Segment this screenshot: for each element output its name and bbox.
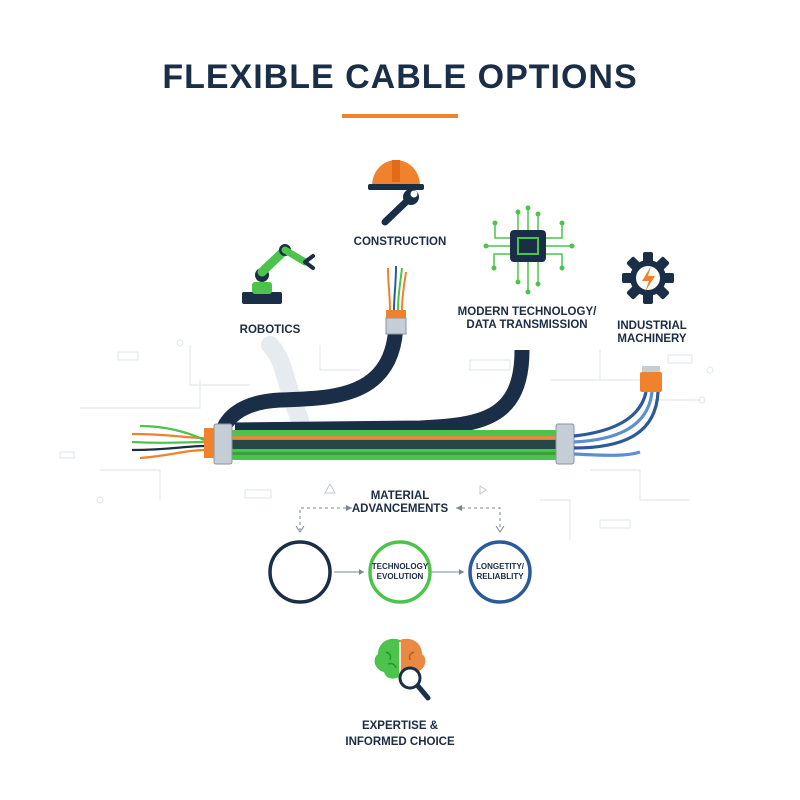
cable-core-navy	[228, 440, 560, 449]
decor-play-icon	[479, 485, 487, 495]
circle-2-line1: TECHNOLOGY	[371, 562, 429, 571]
robotics-label: ROBOTICS	[239, 324, 301, 336]
industrial-connector-cap	[642, 366, 660, 372]
material-advancements-line1: MATERIAL	[370, 490, 430, 502]
construction-collar	[385, 317, 407, 335]
process-connectors	[295, 505, 505, 575]
process-circle-material	[268, 540, 332, 604]
page-title: FLEXIBLE CABLE OPTIONS	[162, 58, 638, 96]
left-wire-fan	[131, 424, 205, 460]
circuit-background	[59, 339, 714, 540]
construction-sleeve	[386, 310, 406, 318]
hardhat-wrench-icon	[368, 160, 424, 226]
cable-stripe-green	[228, 452, 560, 455]
industrial-label-line1: INDUSTRIAL	[617, 320, 687, 332]
left-orange-sleeve	[204, 428, 214, 458]
industrial-label-line2: MACHINERY	[617, 333, 687, 345]
decor-triangle-icon	[324, 482, 336, 494]
circle-3-line1: LONGETITY/	[476, 562, 524, 571]
circle-3-text: LONGETITY/ RELIABLITY	[460, 562, 540, 582]
material-advancements-label: MATERIAL ADVANCEMENTS	[340, 490, 460, 516]
technology-cable	[234, 349, 530, 438]
expertise-line1: EXPERTISE &	[361, 720, 439, 732]
robot-arm-icon	[242, 244, 315, 304]
technology-label-line1: MODERN TECHNOLOGY/	[457, 306, 597, 318]
industrial-wires	[573, 391, 660, 457]
gear-lightning-icon	[622, 252, 674, 304]
title-underline	[342, 114, 458, 118]
technology-label: MODERN TECHNOLOGY/ DATA TRANSMISSION	[452, 306, 602, 332]
circle-2-line2: EVOLUTION	[376, 572, 424, 581]
process-circle-longevity	[468, 540, 532, 604]
construction-label: CONSTRUCTION	[353, 236, 447, 248]
cable-stripe-orange	[228, 436, 560, 439]
background-arc	[261, 336, 309, 429]
construction-wire-fan	[387, 265, 407, 311]
industrial-connector	[640, 372, 662, 392]
construction-cable	[214, 312, 404, 446]
technology-label-line2: DATA TRANSMISSION	[466, 319, 588, 331]
material-advancements-line2: ADVANCEMENTS	[351, 503, 449, 515]
industrial-label: INDUSTRIAL MACHINERY	[602, 320, 702, 346]
circle-3-line2: RELIABLITY	[476, 572, 524, 581]
expertise-label: EXPERTISE & INFORMED CHOICE	[320, 718, 480, 750]
circle-2-text: TECHNOLOGY EVOLUTION	[360, 562, 440, 582]
brain-magnifier-icon	[374, 638, 431, 701]
microchip-icon	[483, 205, 575, 295]
left-cable-collar	[213, 423, 233, 465]
right-cable-collar	[555, 423, 575, 465]
process-circle-technology	[368, 540, 432, 604]
expertise-line2: INFORMED CHOICE	[345, 736, 455, 748]
